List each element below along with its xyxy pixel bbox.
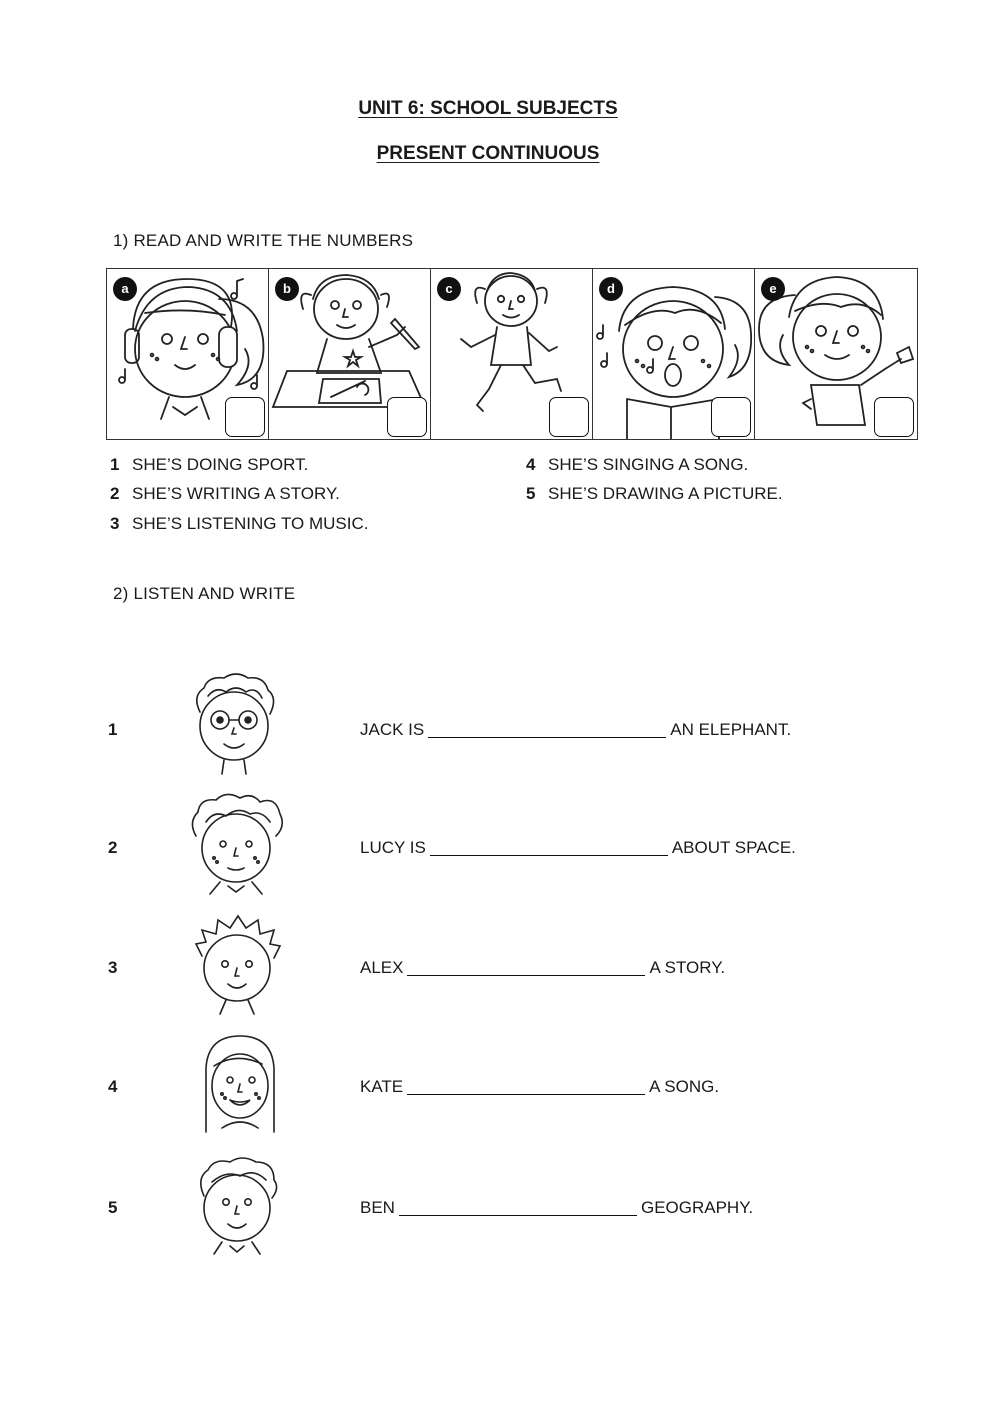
exercise-2-heading: 2) LISTEN AND WRITE <box>113 584 296 603</box>
page-subtitle: PRESENT CONTINUOUS <box>376 143 600 164</box>
fill-sentence-2: LUCY IS ABOUT SPACE. <box>360 838 796 858</box>
fill-sentence-3: ALEX A STORY. <box>360 958 725 978</box>
boy-spiky-hair-icon <box>194 914 282 1015</box>
answer-box-e[interactable] <box>874 397 914 437</box>
picture-panel-a: a <box>107 269 269 439</box>
fill-sentence-5: BEN GEOGRAPHY. <box>360 1198 753 1218</box>
boy-glasses-icon <box>196 673 275 775</box>
answer-blank-1[interactable] <box>428 736 667 738</box>
picture-panel-e: e <box>755 269 917 439</box>
picture-panel-d: d <box>593 269 755 439</box>
fill-sentence-start: ALEX <box>360 958 404 977</box>
sentence-text: SHE’S LISTENING TO MUSIC. <box>132 514 369 533</box>
picture-strip: a b <box>106 268 918 440</box>
fill-sentence-start: LUCY IS <box>360 838 426 857</box>
sentence-number: 5 <box>526 484 536 503</box>
page-title: UNIT 6: SCHOOL SUBJECTS <box>358 98 618 119</box>
row-number-1: 1 <box>108 720 118 739</box>
sentence-text: SHE’S DRAWING A PICTURE. <box>548 484 783 503</box>
answer-blank-2[interactable] <box>429 854 668 856</box>
sentence-text: SHE’S DOING SPORT. <box>132 455 309 474</box>
fill-sentence-end: A STORY. <box>649 958 726 977</box>
picture-panel-b: b <box>269 269 431 439</box>
fill-sentence-start: KATE <box>360 1077 404 1096</box>
fill-sentence-end: A SONG. <box>649 1077 720 1096</box>
answer-blank-5[interactable] <box>398 1214 637 1216</box>
row-number-2: 2 <box>108 838 118 857</box>
girl-long-hair-icon <box>205 1035 275 1133</box>
answer-box-a[interactable] <box>225 397 265 437</box>
picture-panel-c: c <box>431 269 593 439</box>
fill-sentence-start: JACK IS <box>360 720 425 739</box>
answer-blank-4[interactable] <box>407 1093 646 1095</box>
fill-sentence-end: ABOUT SPACE. <box>671 838 796 857</box>
girl-running-icon <box>460 272 562 412</box>
sentence-text: SHE’S WRITING A STORY. <box>132 484 340 503</box>
picture-letter-d: d <box>599 277 623 301</box>
sentence-text: SHE’S SINGING A SONG. <box>548 455 749 474</box>
girl-curly-hair-icon <box>191 793 284 895</box>
sentence-number: 1 <box>110 455 120 474</box>
girl-drawing-icon <box>271 274 427 408</box>
girl-writing-icon <box>758 276 915 426</box>
fill-sentence-start: BEN <box>360 1198 395 1217</box>
row-number-5: 5 <box>108 1198 118 1217</box>
sentence-3: 3 SHE’S LISTENING TO MUSIC. <box>110 514 368 534</box>
picture-letter-e: e <box>761 277 785 301</box>
fill-sentence-end: AN ELEPHANT. <box>670 720 792 739</box>
row-number-3: 3 <box>108 958 118 977</box>
sentence-1: 1 SHE’S DOING SPORT. <box>110 455 308 475</box>
sentence-4: 4 SHE’S SINGING A SONG. <box>526 455 748 475</box>
sentence-number: 3 <box>110 514 120 533</box>
sentence-5: 5 SHE’S DRAWING A PICTURE. <box>526 484 783 504</box>
sentence-number: 4 <box>526 455 536 474</box>
answer-blank-3[interactable] <box>407 974 646 976</box>
fill-sentence-end: GEOGRAPHY. <box>640 1198 754 1217</box>
picture-letter-a: a <box>113 277 137 301</box>
picture-letter-c: c <box>437 277 461 301</box>
fill-sentence-4: KATE A SONG. <box>360 1077 719 1097</box>
answer-box-b[interactable] <box>387 397 427 437</box>
answer-box-c[interactable] <box>549 397 589 437</box>
exercise-1-heading: 1) READ AND WRITE THE NUMBERS <box>113 231 414 250</box>
answer-box-d[interactable] <box>711 397 751 437</box>
picture-letter-b: b <box>275 277 299 301</box>
girl-headphones-icon <box>118 278 265 420</box>
boy-short-hair-icon <box>200 1157 278 1255</box>
fill-sentence-1: JACK IS AN ELEPHANT. <box>360 720 791 740</box>
sentence-number: 2 <box>110 484 120 503</box>
row-number-4: 4 <box>108 1077 118 1096</box>
sentence-2: 2 SHE’S WRITING A STORY. <box>110 484 340 504</box>
